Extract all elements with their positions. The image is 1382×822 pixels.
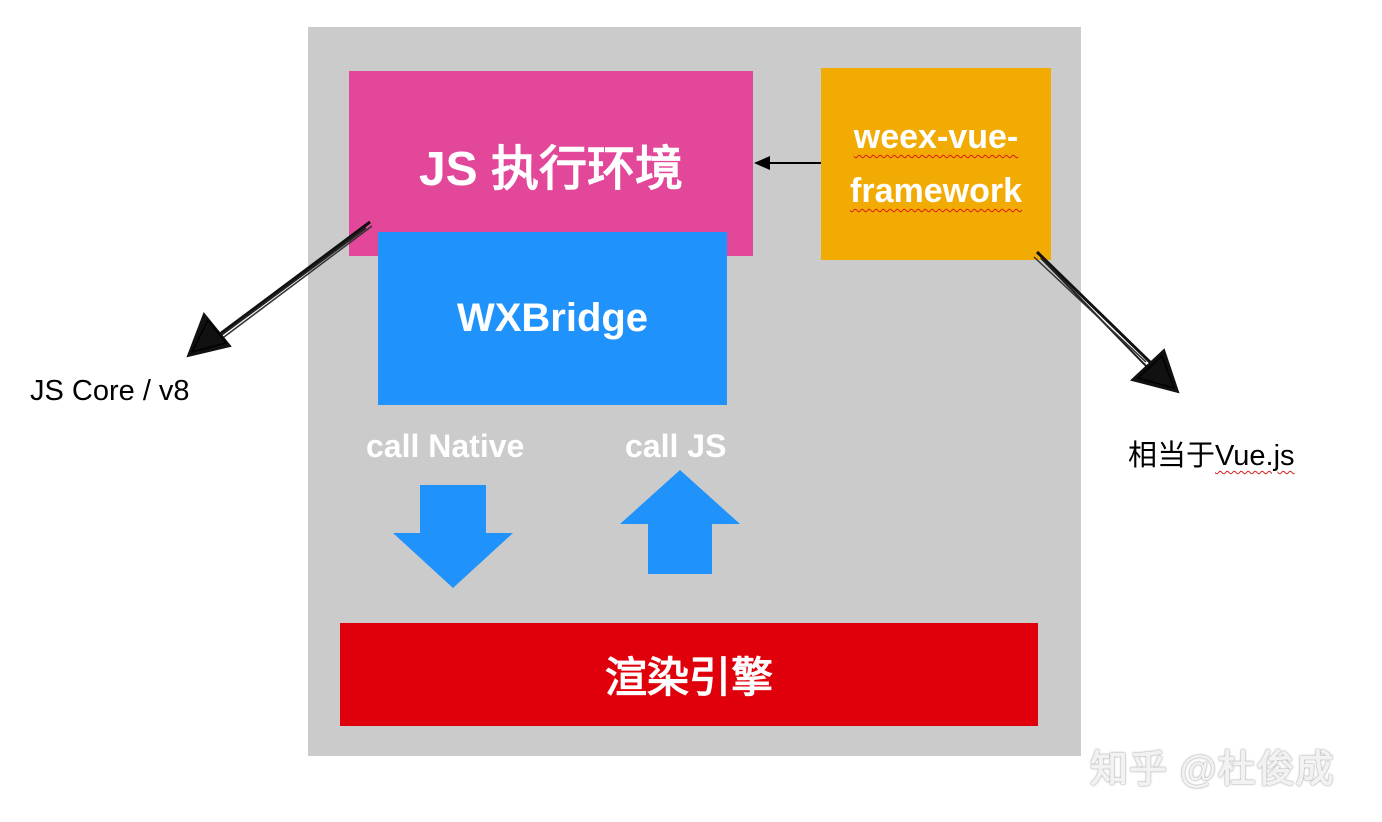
render-engine-label: 渲染引擎 (604, 654, 773, 701)
zhihu-watermark: 知乎 @杜俊成 (1090, 749, 1335, 791)
weex-label-line1: weex-vue- (853, 118, 1019, 156)
call-native-label: call Native (366, 428, 525, 464)
wxbridge-box: WXBridge (378, 232, 727, 405)
vue-equivalent-name: Vue.js (1215, 440, 1295, 472)
wxbridge-label: WXBridge (456, 296, 649, 340)
weex-vue-framework-box: weex-vue- framework (821, 68, 1051, 260)
js-execution-environment-box: JS 执行环境 (349, 71, 753, 256)
vue-equivalent-prefix: 相当于 (1128, 440, 1216, 472)
vue-equivalent-label: 相当于Vue.js (1128, 432, 1295, 474)
js-core-label: JS Core / v8 (30, 375, 190, 407)
weex-label-line2: framework (850, 172, 1022, 210)
render-engine-box: 渲染引擎 (340, 623, 1038, 726)
js-execution-environment-label: JS 执行环境 (418, 143, 684, 196)
call-js-label: call JS (625, 428, 727, 464)
